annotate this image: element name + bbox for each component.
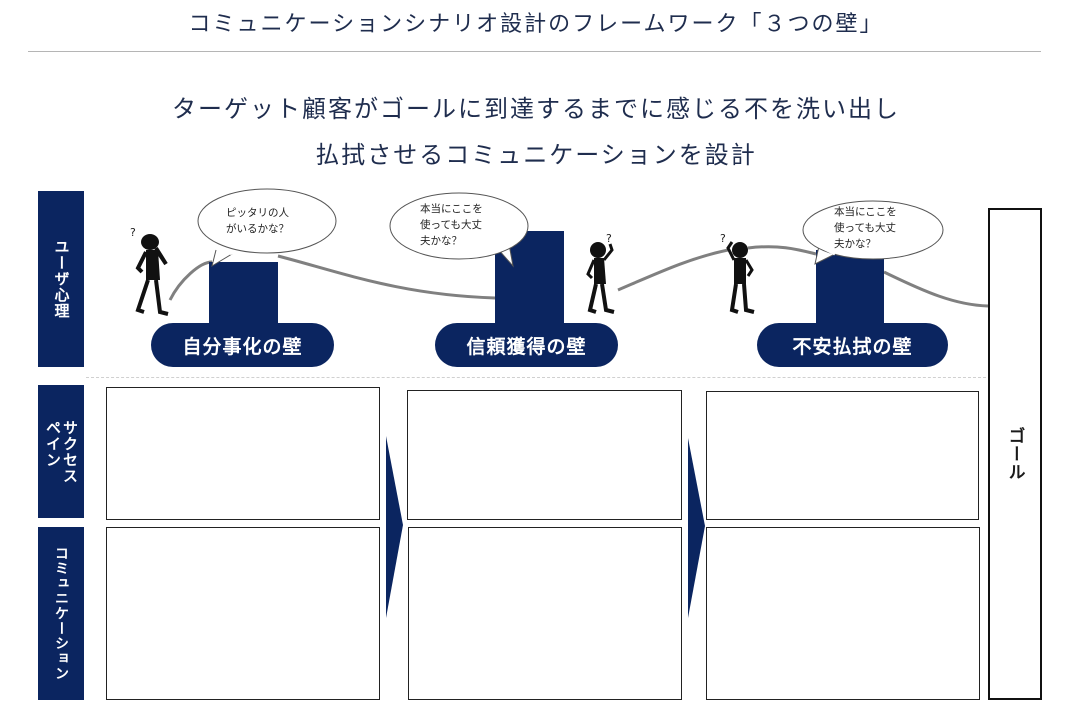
wall-label-1: 自分事化の壁 (151, 323, 334, 367)
row-label-communication: コミュニケーション (38, 527, 84, 700)
row-separator (86, 377, 986, 378)
cell-communication-3[interactable] (706, 527, 980, 700)
row-label-success-pain-text: サクセス ペイン (44, 419, 79, 484)
thinking-person-icon: ? (130, 226, 169, 316)
curve-line (168, 245, 989, 308)
wall-label-3: 不安払拭の壁 (757, 323, 948, 367)
cell-success-pain-1[interactable] (106, 387, 380, 520)
bubble-text-2: 本当にここを 使っても大丈 夫かな？ (420, 203, 483, 247)
wall-label-2: 信頼獲得の壁 (435, 323, 618, 367)
subtitle-line-1: ターゲット顧客がゴールに到達するまでに感じる不を洗い出し (172, 95, 900, 123)
wall-block-1 (209, 262, 278, 328)
cell-success-pain-2[interactable] (407, 390, 682, 520)
speech-bubble-icon (802, 200, 944, 265)
title-divider (28, 51, 1041, 52)
bubble-text-3: 本当にここを 使っても大丈 夫かな？ (834, 206, 897, 250)
cell-success-pain-3[interactable] (706, 391, 979, 520)
thinking-person-icon: ? (586, 232, 615, 314)
page-title: コミュニケーションシナリオ設計のフレームワーク「３つの壁」 (188, 12, 884, 37)
row-label-user-psychology-text: ユーザ心理 (52, 239, 71, 319)
speech-bubble-icon (197, 188, 337, 268)
row-label-user-psychology: ユーザ心理 (38, 191, 84, 367)
row-label-success-pain: サクセス ペイン (38, 385, 84, 518)
chevron-arrow-icon (386, 436, 403, 618)
svg-text:?: ? (720, 232, 726, 245)
subtitle-line-2: 払拭させるコミュニケーションを設計 (315, 141, 757, 169)
bubble-text-1: ピッタリの人 がいるかな？ (226, 207, 289, 235)
chevron-arrow-icon (688, 438, 705, 618)
svg-text:?: ? (606, 232, 612, 245)
thinking-person-icon: ? (720, 232, 755, 314)
row-label-communication-text: コミュニケーション (53, 546, 69, 681)
cell-communication-2[interactable] (408, 527, 682, 700)
goal-box: ゴール (988, 208, 1042, 700)
goal-label: ゴール (1004, 427, 1025, 481)
speech-bubble-icon (389, 192, 529, 268)
wall-block-3 (816, 250, 884, 328)
cell-communication-1[interactable] (106, 527, 380, 700)
svg-text:?: ? (130, 226, 136, 239)
